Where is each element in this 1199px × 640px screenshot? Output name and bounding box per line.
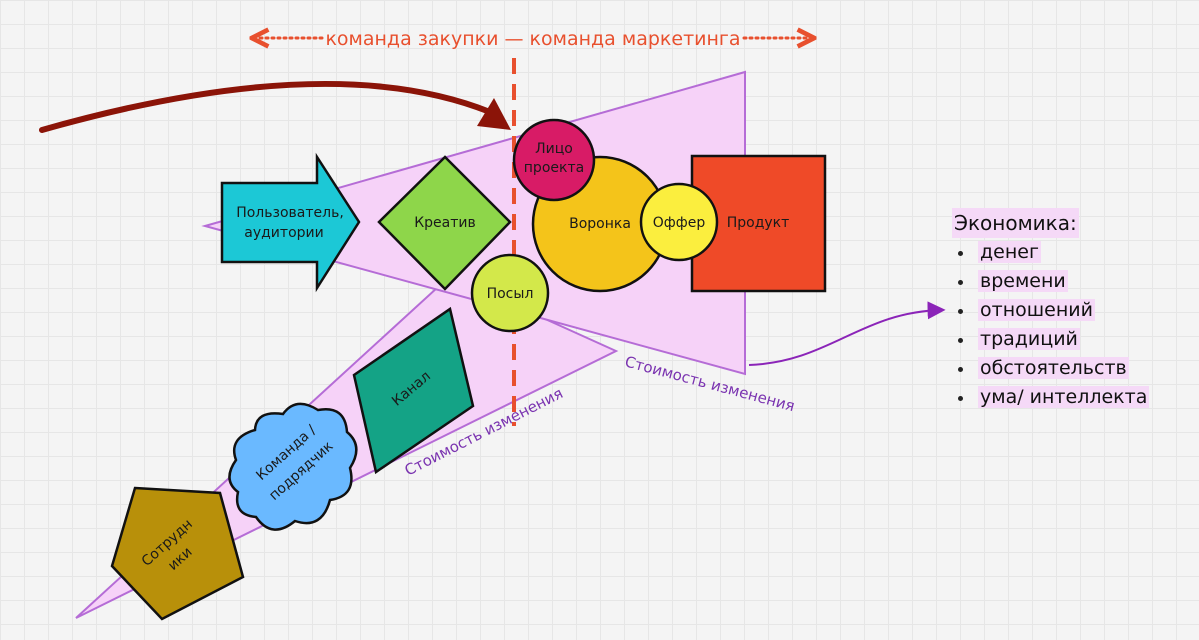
list-item: обстоятельств	[957, 354, 1149, 383]
incoming-red-arrow-head	[477, 98, 511, 130]
economics-item-text: времени	[978, 270, 1068, 292]
litso-label-1: Лицо	[535, 141, 573, 157]
user-audience-label-1: Пользователь,	[236, 205, 344, 221]
list-item: ума/ интеллекта	[957, 383, 1150, 412]
product-label: Продукт	[727, 215, 790, 231]
economics-block: Экономика: денег времени отношений тради…	[952, 208, 1150, 412]
sotrudniki-pentagon-shape[interactable]: Сотрудн ики	[110, 486, 245, 621]
economics-item-text: отношений	[978, 299, 1095, 321]
list-item: традиций	[957, 325, 1149, 354]
list-item: денег	[957, 238, 1149, 267]
user-audience-shape[interactable]: Пользователь, аудитории	[220, 152, 361, 293]
komanda-cloud-shape[interactable]: Команда / подрядчик	[228, 402, 358, 531]
team-range-label: команда закупки — команда маркетинга	[325, 28, 740, 50]
economics-item-text: денег	[978, 241, 1041, 263]
economics-item-text: ума/ интеллекта	[978, 386, 1150, 408]
kreativ-label: Креатив	[414, 215, 476, 231]
offer-shape[interactable]: Оффер	[639, 182, 719, 262]
economics-item-text: обстоятельств	[978, 357, 1129, 379]
kanal-shape[interactable]: Канал	[352, 306, 475, 475]
user-audience-label-2: аудитории	[244, 225, 323, 241]
economics-connector-arrow	[748, 301, 946, 366]
kreativ-shape[interactable]: Креатив	[377, 155, 512, 291]
economics-item-text: традиций	[978, 328, 1080, 350]
posyl-label: Посыл	[487, 286, 534, 302]
economics-list: денег времени отношений традиций обстоят…	[952, 238, 1150, 412]
posyl-shape[interactable]: Посыл	[470, 253, 550, 333]
voronka-label: Воронка	[569, 216, 631, 232]
economics-title: Экономика:	[952, 208, 1079, 238]
list-item: отношений	[957, 296, 1149, 325]
litso-label-2: проекта	[524, 160, 584, 176]
litso-proekta-shape[interactable]: Лицо проекта	[512, 118, 596, 202]
incoming-red-arrow	[39, 80, 493, 133]
offer-label: Оффер	[653, 215, 706, 231]
list-item: времени	[957, 267, 1149, 296]
